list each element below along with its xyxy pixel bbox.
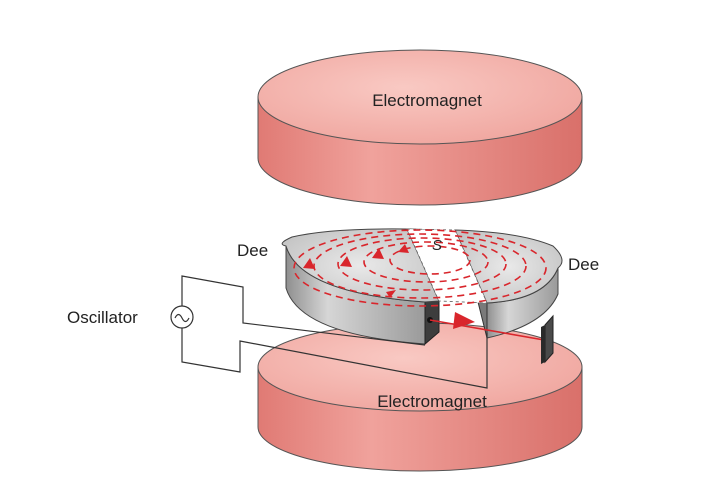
dee-right-top (454, 229, 563, 304)
arrow-2 (340, 256, 352, 267)
oscillator-circuit (181, 275, 488, 389)
wire-upper (181, 275, 426, 346)
arrow-4 (398, 244, 409, 253)
bottom-magnet-label: Electromagnet (377, 392, 487, 411)
target-plate (541, 314, 554, 364)
beam-direction-arrows (303, 244, 409, 298)
dees: S (281, 228, 563, 346)
oscillator-label: Oscillator (67, 308, 138, 327)
wire-lower (181, 328, 488, 389)
exit-beam (429, 312, 545, 341)
dee-left-label: Dee (237, 241, 268, 260)
ion-source-symbol: S (432, 237, 442, 254)
top-electromagnet (257, 49, 583, 206)
oscillator-symbol (170, 305, 194, 329)
sine-wave-icon (174, 313, 190, 323)
exit-beam-arrow (453, 312, 475, 329)
top-magnet-face (257, 49, 583, 145)
top-magnet-label: Electromagnet (372, 91, 482, 110)
arrow-1 (303, 258, 315, 269)
arrow-3 (372, 248, 384, 259)
dee-right-label: Dee (568, 255, 599, 274)
spiral-beam-path (293, 229, 547, 307)
arrow-5 (386, 290, 396, 298)
